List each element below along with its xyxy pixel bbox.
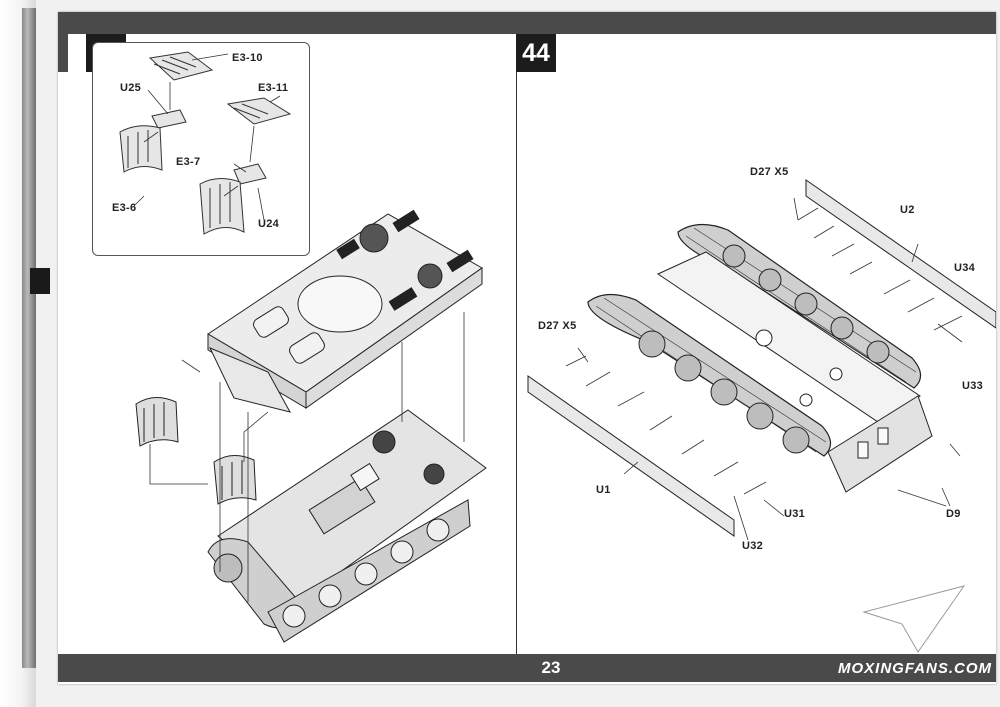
- label-u33: U33: [962, 380, 984, 392]
- step-44-badge: 44: [516, 34, 556, 72]
- label-d27-top: D27 X5: [750, 166, 789, 178]
- label-d27-left: D27 X5: [538, 320, 577, 332]
- bottom-bar: [58, 654, 996, 682]
- step-44-drawing: [527, 179, 996, 541]
- label-e3-7: E3-7: [176, 156, 201, 168]
- label-u24: U24: [258, 218, 280, 230]
- label-e3-10: E3-10: [232, 52, 263, 64]
- label-u2: U2: [900, 204, 915, 216]
- instruction-page: 43: [58, 12, 996, 684]
- page-divider: [516, 34, 517, 654]
- paper-plane-logo-icon: [862, 584, 966, 654]
- step-43-drawing: [119, 51, 487, 643]
- side-tab-marker: [30, 268, 50, 294]
- label-e3-6: E3-6: [112, 202, 137, 214]
- book-binding: [22, 8, 36, 668]
- top-bar-corner: [58, 12, 68, 72]
- page-number: 23: [541, 658, 561, 677]
- watermark-text: MOXINGFANS.COM: [838, 660, 993, 677]
- label-u25: U25: [120, 82, 142, 94]
- label-u1: U1: [596, 484, 611, 496]
- top-bar: [58, 12, 996, 34]
- label-u31: U31: [784, 508, 806, 520]
- label-u32: U32: [742, 540, 764, 552]
- label-e3-11: E3-11: [258, 82, 289, 94]
- label-u34: U34: [954, 262, 976, 274]
- label-d9: D9: [946, 508, 961, 520]
